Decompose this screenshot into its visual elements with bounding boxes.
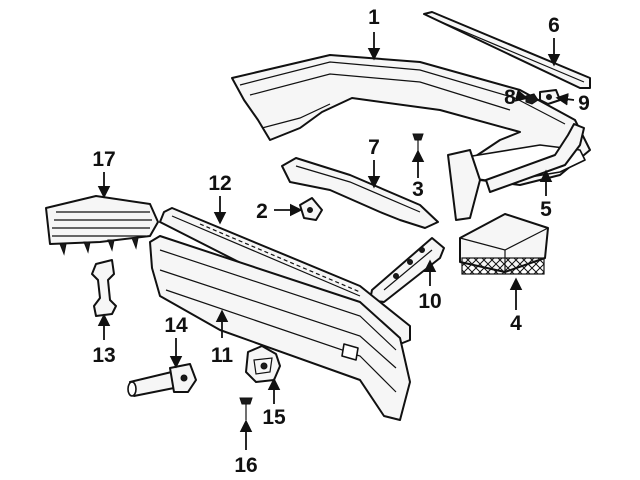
callout-6: 6 [548,14,560,37]
part-bumper-beam [149,235,411,421]
leader-8 [514,89,529,102]
part-clip-9 [539,89,561,105]
callout-12: 12 [208,172,231,195]
part-upper-trim-strip [423,11,591,89]
callout-3: 3 [412,178,424,201]
callout-7: 7 [368,136,380,159]
callout-16: 16 [234,454,257,477]
leader-9 [555,92,575,106]
callout-5: 5 [540,198,552,221]
callout-1: 1 [368,6,380,29]
part-bolt [239,397,253,420]
part-bracket-assembly [245,345,281,383]
callout-8: 8 [504,86,516,109]
callout-2: 2 [256,200,268,223]
callout-4: 4 [510,312,522,335]
part-side-trim-strip [485,123,585,193]
callout-11: 11 [211,344,234,367]
part-mount-bracket [91,259,117,317]
part-center-panel [281,157,439,229]
part-grille-insert [45,195,159,256]
part-bumper-cover [231,54,591,221]
callout-13: 13 [92,344,115,367]
part-bracket-2 [299,197,323,221]
part-fastener-3 [412,133,424,152]
part-tow-tube [127,363,197,397]
part-absorber-block [459,213,549,275]
callout-10: 10 [418,290,441,313]
callout-14: 14 [164,314,188,337]
callout-9: 9 [578,92,590,115]
callout-15: 15 [262,406,286,429]
callout-17: 17 [92,148,115,171]
